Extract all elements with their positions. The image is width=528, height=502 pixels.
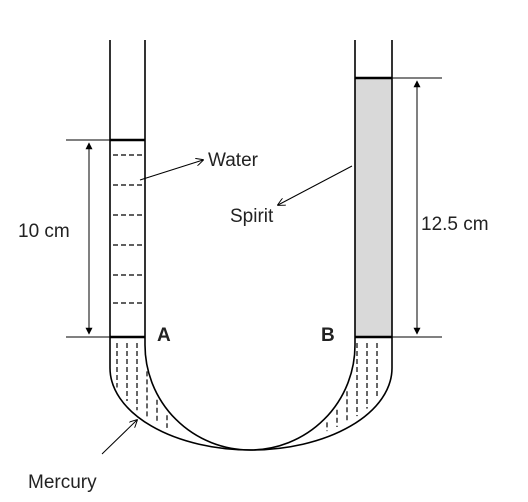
spirit-column [355, 78, 392, 337]
point-b-label: B [321, 325, 335, 346]
spirit-label: Spirit [230, 206, 274, 227]
mercury-hatching [116, 343, 378, 432]
u-tube [109, 40, 393, 451]
water-hatching [113, 154, 142, 304]
water-label: Water [208, 150, 259, 171]
level-lines [66, 76, 442, 339]
spirit-pointer-arrow [278, 165, 353, 205]
mercury-label: Mercury [28, 472, 97, 493]
mercury-region [110, 337, 376, 450]
spirit-height-label: 12.5 cm [421, 214, 489, 235]
water-height-label: 10 cm [18, 221, 70, 242]
point-a-label: A [157, 325, 171, 346]
water-pointer-arrow [139, 160, 203, 181]
mercury-pointer-arrow [101, 420, 137, 455]
